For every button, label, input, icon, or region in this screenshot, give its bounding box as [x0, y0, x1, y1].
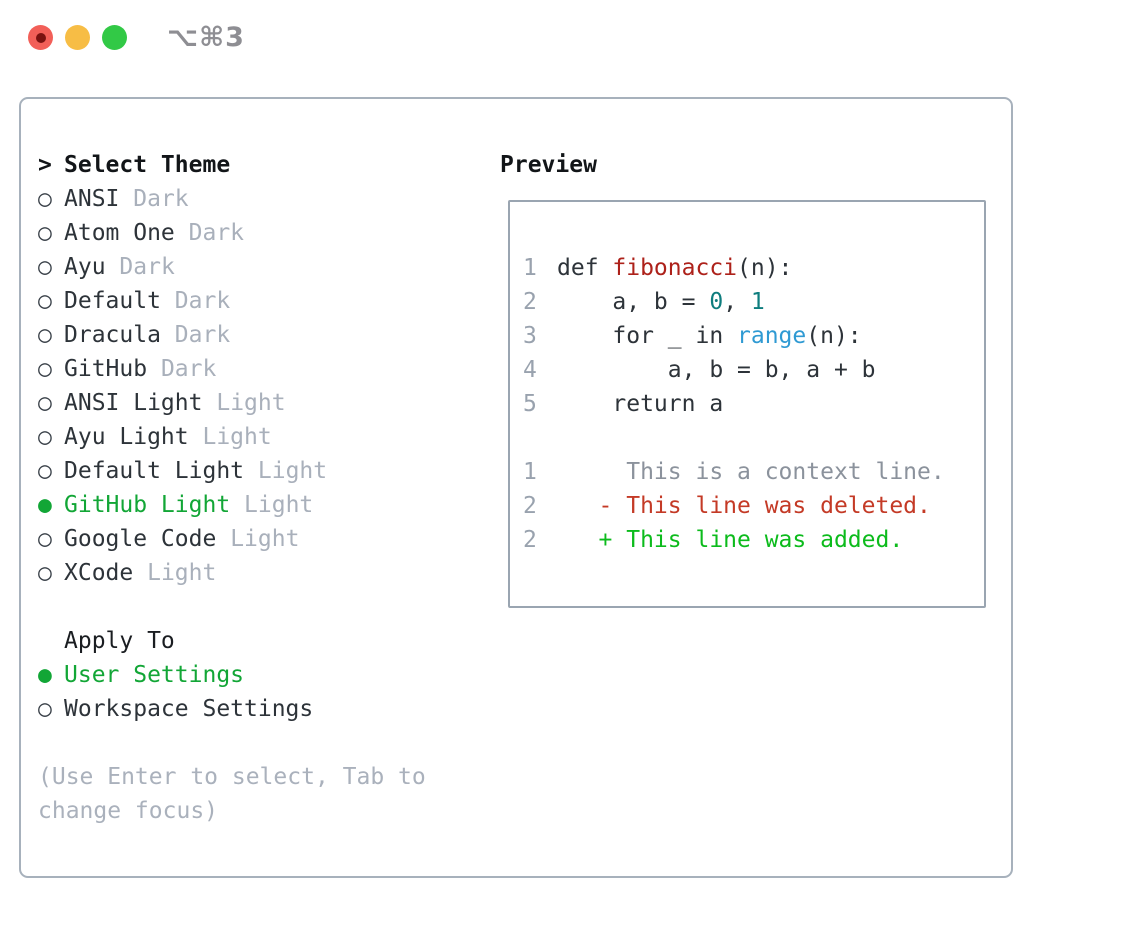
- line-number: 5: [523, 391, 537, 417]
- window-title: ⌥⌘3: [167, 22, 245, 53]
- radio-icon: ○: [38, 186, 52, 212]
- variant-label: Light: [147, 560, 217, 586]
- radio-icon: ○: [38, 424, 52, 450]
- theme-option-ansi-dark[interactable]: ○ANSI Dark: [38, 182, 426, 216]
- spacer: [38, 590, 426, 624]
- code-line-4: 4 a, b = b, a + b: [523, 353, 984, 387]
- theme-option-atom-one-dark[interactable]: ○Atom One Dark: [38, 216, 426, 250]
- variant-label: Dark: [133, 186, 189, 212]
- builtin-token: range: [737, 323, 807, 349]
- code-line-3: 3 for _ in range(n):: [523, 319, 984, 353]
- variant-label: Dark: [160, 356, 217, 382]
- radio-selected-icon: ●: [38, 492, 52, 518]
- select-theme-label: Select Theme: [64, 152, 231, 178]
- titlebar: ⌥⌘3: [0, 0, 1140, 70]
- radio-icon: ○: [38, 526, 52, 552]
- diff-context-line: 1 This is a context line.: [523, 455, 984, 489]
- theme-option-ayu-dark[interactable]: ○Ayu Dark: [38, 250, 426, 284]
- close-indicator-dot: [35, 32, 46, 43]
- variant-label: Dark: [188, 220, 245, 246]
- diff-deleted-line: 2 - This line was deleted.: [523, 489, 984, 523]
- radio-selected-icon: ●: [38, 662, 52, 688]
- minimize-button[interactable]: [65, 25, 90, 50]
- keyboard-hint-line-2: change focus): [38, 798, 219, 824]
- line-number: 2: [523, 493, 537, 519]
- select-theme-header: > Select Theme: [38, 148, 426, 182]
- variant-label: Light: [216, 390, 286, 416]
- line-number: 2: [523, 527, 537, 553]
- zoom-button[interactable]: [102, 25, 127, 50]
- number-literal-token: 0: [709, 289, 724, 315]
- variant-label: Light: [230, 526, 300, 552]
- variant-label: Light: [202, 424, 272, 450]
- code-line-2: 2 a, b = 0, 1: [523, 285, 984, 319]
- theme-option-xcode[interactable]: ○XCode Light: [38, 556, 426, 590]
- variant-label: Dark: [174, 288, 231, 314]
- number-literal-token: 1: [750, 289, 765, 315]
- theme-option-dracula-dark[interactable]: ○Dracula Dark: [38, 318, 426, 352]
- spacer: [38, 726, 426, 760]
- theme-selector-panel: >Select Theme ○ANSI Dark ○Atom One Dark …: [19, 97, 1013, 878]
- apply-option-user-settings[interactable]: ●User Settings: [38, 658, 426, 692]
- apply-option-workspace-settings[interactable]: ○Workspace Settings: [38, 692, 426, 726]
- blank-line: [523, 421, 984, 455]
- theme-option-ansi-light[interactable]: ○ANSI Light Light: [38, 386, 426, 420]
- theme-option-default-dark[interactable]: ○Default Dark: [38, 284, 426, 318]
- line-number: 1: [523, 459, 537, 485]
- function-name-token: fibonacci: [612, 255, 738, 281]
- radio-icon: ○: [38, 458, 52, 484]
- theme-option-github-light[interactable]: ●GitHub Light Light: [38, 488, 426, 522]
- radio-icon: ○: [38, 254, 52, 280]
- theme-list: >Select Theme ○ANSI Dark ○Atom One Dark …: [38, 148, 426, 828]
- radio-icon: ○: [38, 220, 52, 246]
- theme-option-google-code[interactable]: ○Google Code Light: [38, 522, 426, 556]
- variant-label: Light: [257, 458, 328, 484]
- variant-label: Dark: [174, 322, 231, 348]
- theme-option-default-light[interactable]: ○Default Light Light: [38, 454, 426, 488]
- line-number: 1: [523, 255, 537, 281]
- line-number: 4: [523, 357, 537, 383]
- apply-to-header: Apply To: [64, 628, 175, 654]
- variant-label: Dark: [119, 254, 175, 280]
- radio-icon: ○: [38, 322, 52, 348]
- keyboard-hint-line-1: (Use Enter to select, Tab to: [38, 764, 426, 790]
- theme-option-ayu-light[interactable]: ○Ayu Light Light: [38, 420, 426, 454]
- preview-header: Preview: [500, 152, 597, 178]
- radio-icon: ○: [38, 696, 52, 722]
- radio-icon: ○: [38, 560, 52, 586]
- line-number: 3: [523, 323, 537, 349]
- radio-icon: ○: [38, 390, 52, 416]
- theme-option-github-dark[interactable]: ○GitHub Dark: [38, 352, 426, 386]
- code-line-5: 5 return a: [523, 387, 984, 421]
- close-button[interactable]: [28, 25, 53, 50]
- diff-added-line: 2 + This line was added.: [523, 523, 984, 557]
- cursor-caret: >: [38, 152, 52, 178]
- variant-label: Light: [244, 492, 314, 518]
- line-number: 2: [523, 289, 537, 315]
- radio-icon: ○: [38, 288, 52, 314]
- radio-icon: ○: [38, 356, 52, 382]
